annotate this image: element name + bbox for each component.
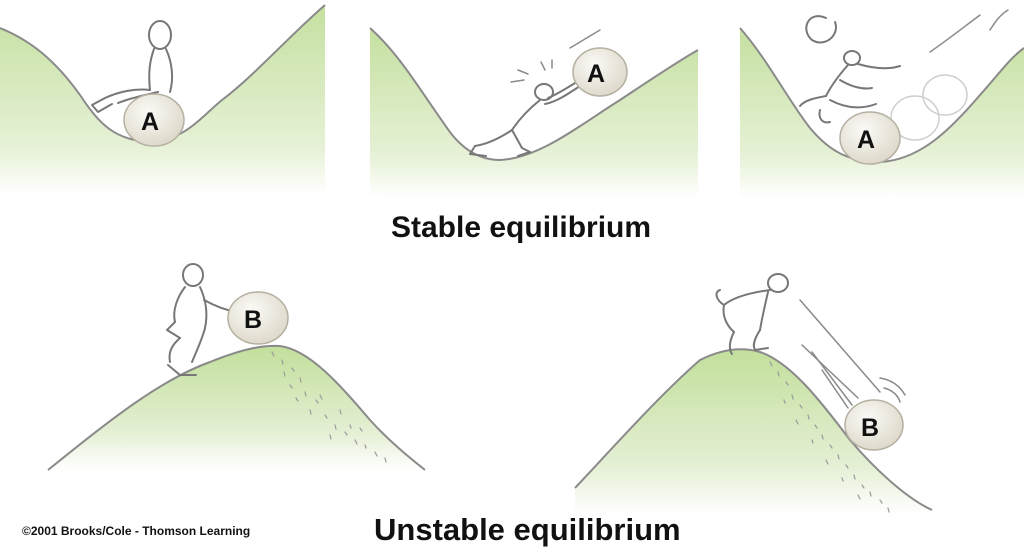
stable-valley-panel-3: A [739, 9, 1024, 198]
rock-label-a: A [141, 108, 159, 136]
stable-valley-panel-1: A [0, 4, 326, 195]
motion-lines [799, 299, 906, 409]
rock-label-a: A [587, 60, 605, 88]
resting-person-figure [91, 20, 174, 113]
valley-terrain [370, 28, 698, 198]
standing-person-figure [166, 263, 237, 376]
motion-lines [929, 9, 1009, 53]
rock-label-b: B [244, 306, 262, 334]
rock-a: A [123, 93, 185, 147]
gravel-texture [769, 361, 890, 513]
ghost-rock-trail [890, 74, 968, 141]
valley-terrain [0, 5, 325, 195]
rock-a: A [839, 111, 901, 165]
unstable-hill-panel-2: B [574, 273, 933, 515]
valley-terrain [740, 28, 1024, 198]
gravel-texture [271, 351, 387, 463]
hill-outline [574, 348, 933, 511]
stable-equilibrium-caption: Stable equilibrium [391, 211, 652, 244]
rock-label-a: A [857, 126, 875, 154]
crouching-person-figure [715, 273, 789, 355]
hill-terrain [575, 349, 932, 515]
valley-outline [369, 27, 699, 162]
copyright-notice: ©2001 Brooks/Cole - Thomson Learning [22, 524, 251, 538]
unstable-hill-panel-1: B [47, 263, 426, 471]
stable-valley-panel-2: A [369, 27, 699, 198]
pushing-person-figure [469, 79, 581, 157]
hill-outline [47, 344, 426, 471]
rock-a: A [572, 47, 628, 97]
tumbling-person-figure [799, 15, 901, 124]
hill-terrain [48, 345, 425, 470]
rock-label-b: B [861, 414, 879, 442]
motion-lines [510, 29, 601, 83]
rock-b: B [227, 291, 289, 345]
unstable-equilibrium-caption: Unstable equilibrium [374, 512, 681, 547]
rock-b: B [844, 399, 904, 451]
